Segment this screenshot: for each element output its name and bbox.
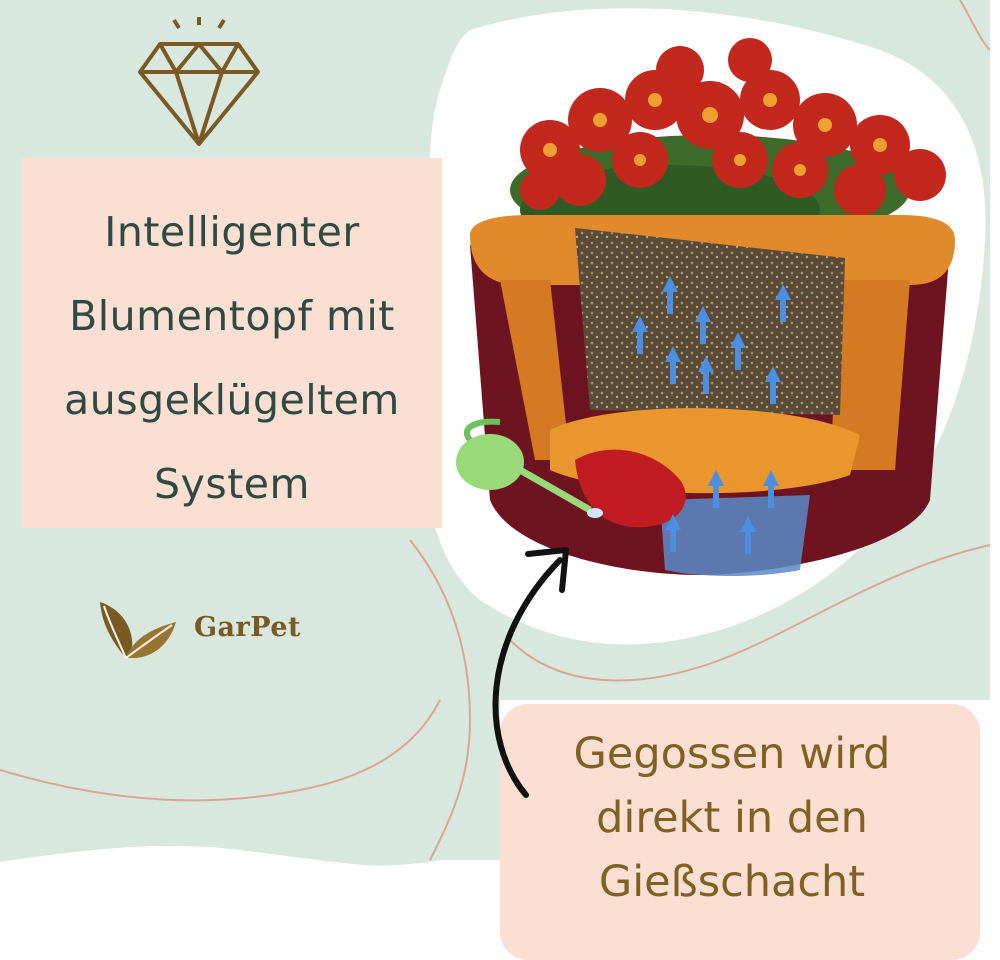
caption-line-2: direkt in den [596, 793, 868, 843]
leaf-icon [100, 602, 176, 659]
caption-line-3: Gießschacht [598, 857, 866, 907]
headline-line-2: Blumentopf mit [69, 292, 395, 340]
diamond-icon [138, 17, 260, 146]
brand-logo: GarPet [96, 592, 301, 662]
water-flow-arrows [632, 276, 791, 554]
headline: Intelligenter Blumentopf mit ausgeklügel… [22, 190, 442, 526]
headline-line-4: System [154, 460, 310, 508]
curved-arrow-icon [492, 547, 569, 798]
caption: Gegossen wird direkt in den Gießschacht [512, 722, 952, 914]
headline-line-1: Intelligenter [104, 208, 360, 256]
pot [470, 215, 955, 576]
brand-name: GarPet [194, 611, 302, 643]
self-watering-pot-illustration [456, 38, 955, 576]
watering-can-icon [456, 418, 603, 518]
headline-line-3: ausgeklügeltem [64, 376, 400, 424]
caption-line-1: Gegossen wird [573, 729, 891, 779]
